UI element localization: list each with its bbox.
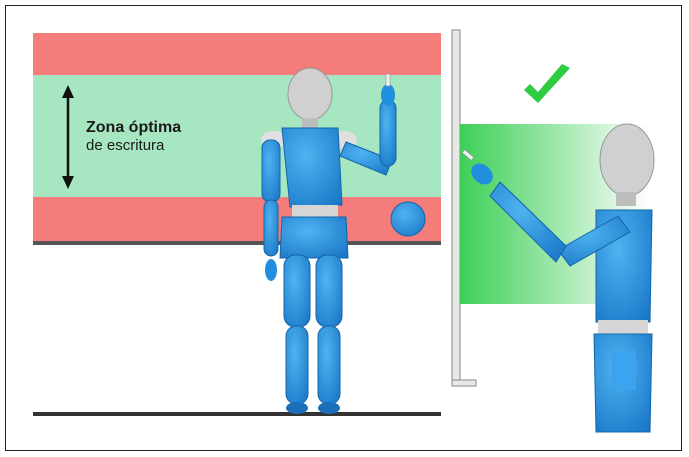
zone-label: Zona óptima de escritura [86, 118, 181, 155]
ball-icon [391, 202, 425, 236]
floor-line [33, 412, 441, 416]
zone-title: Zona óptima [86, 118, 181, 137]
top-red-band [33, 33, 441, 75]
check-icon [524, 64, 570, 103]
bottom-red-band [33, 197, 441, 241]
board-shelf [33, 241, 441, 245]
zone-subtitle: de escritura [86, 137, 181, 155]
